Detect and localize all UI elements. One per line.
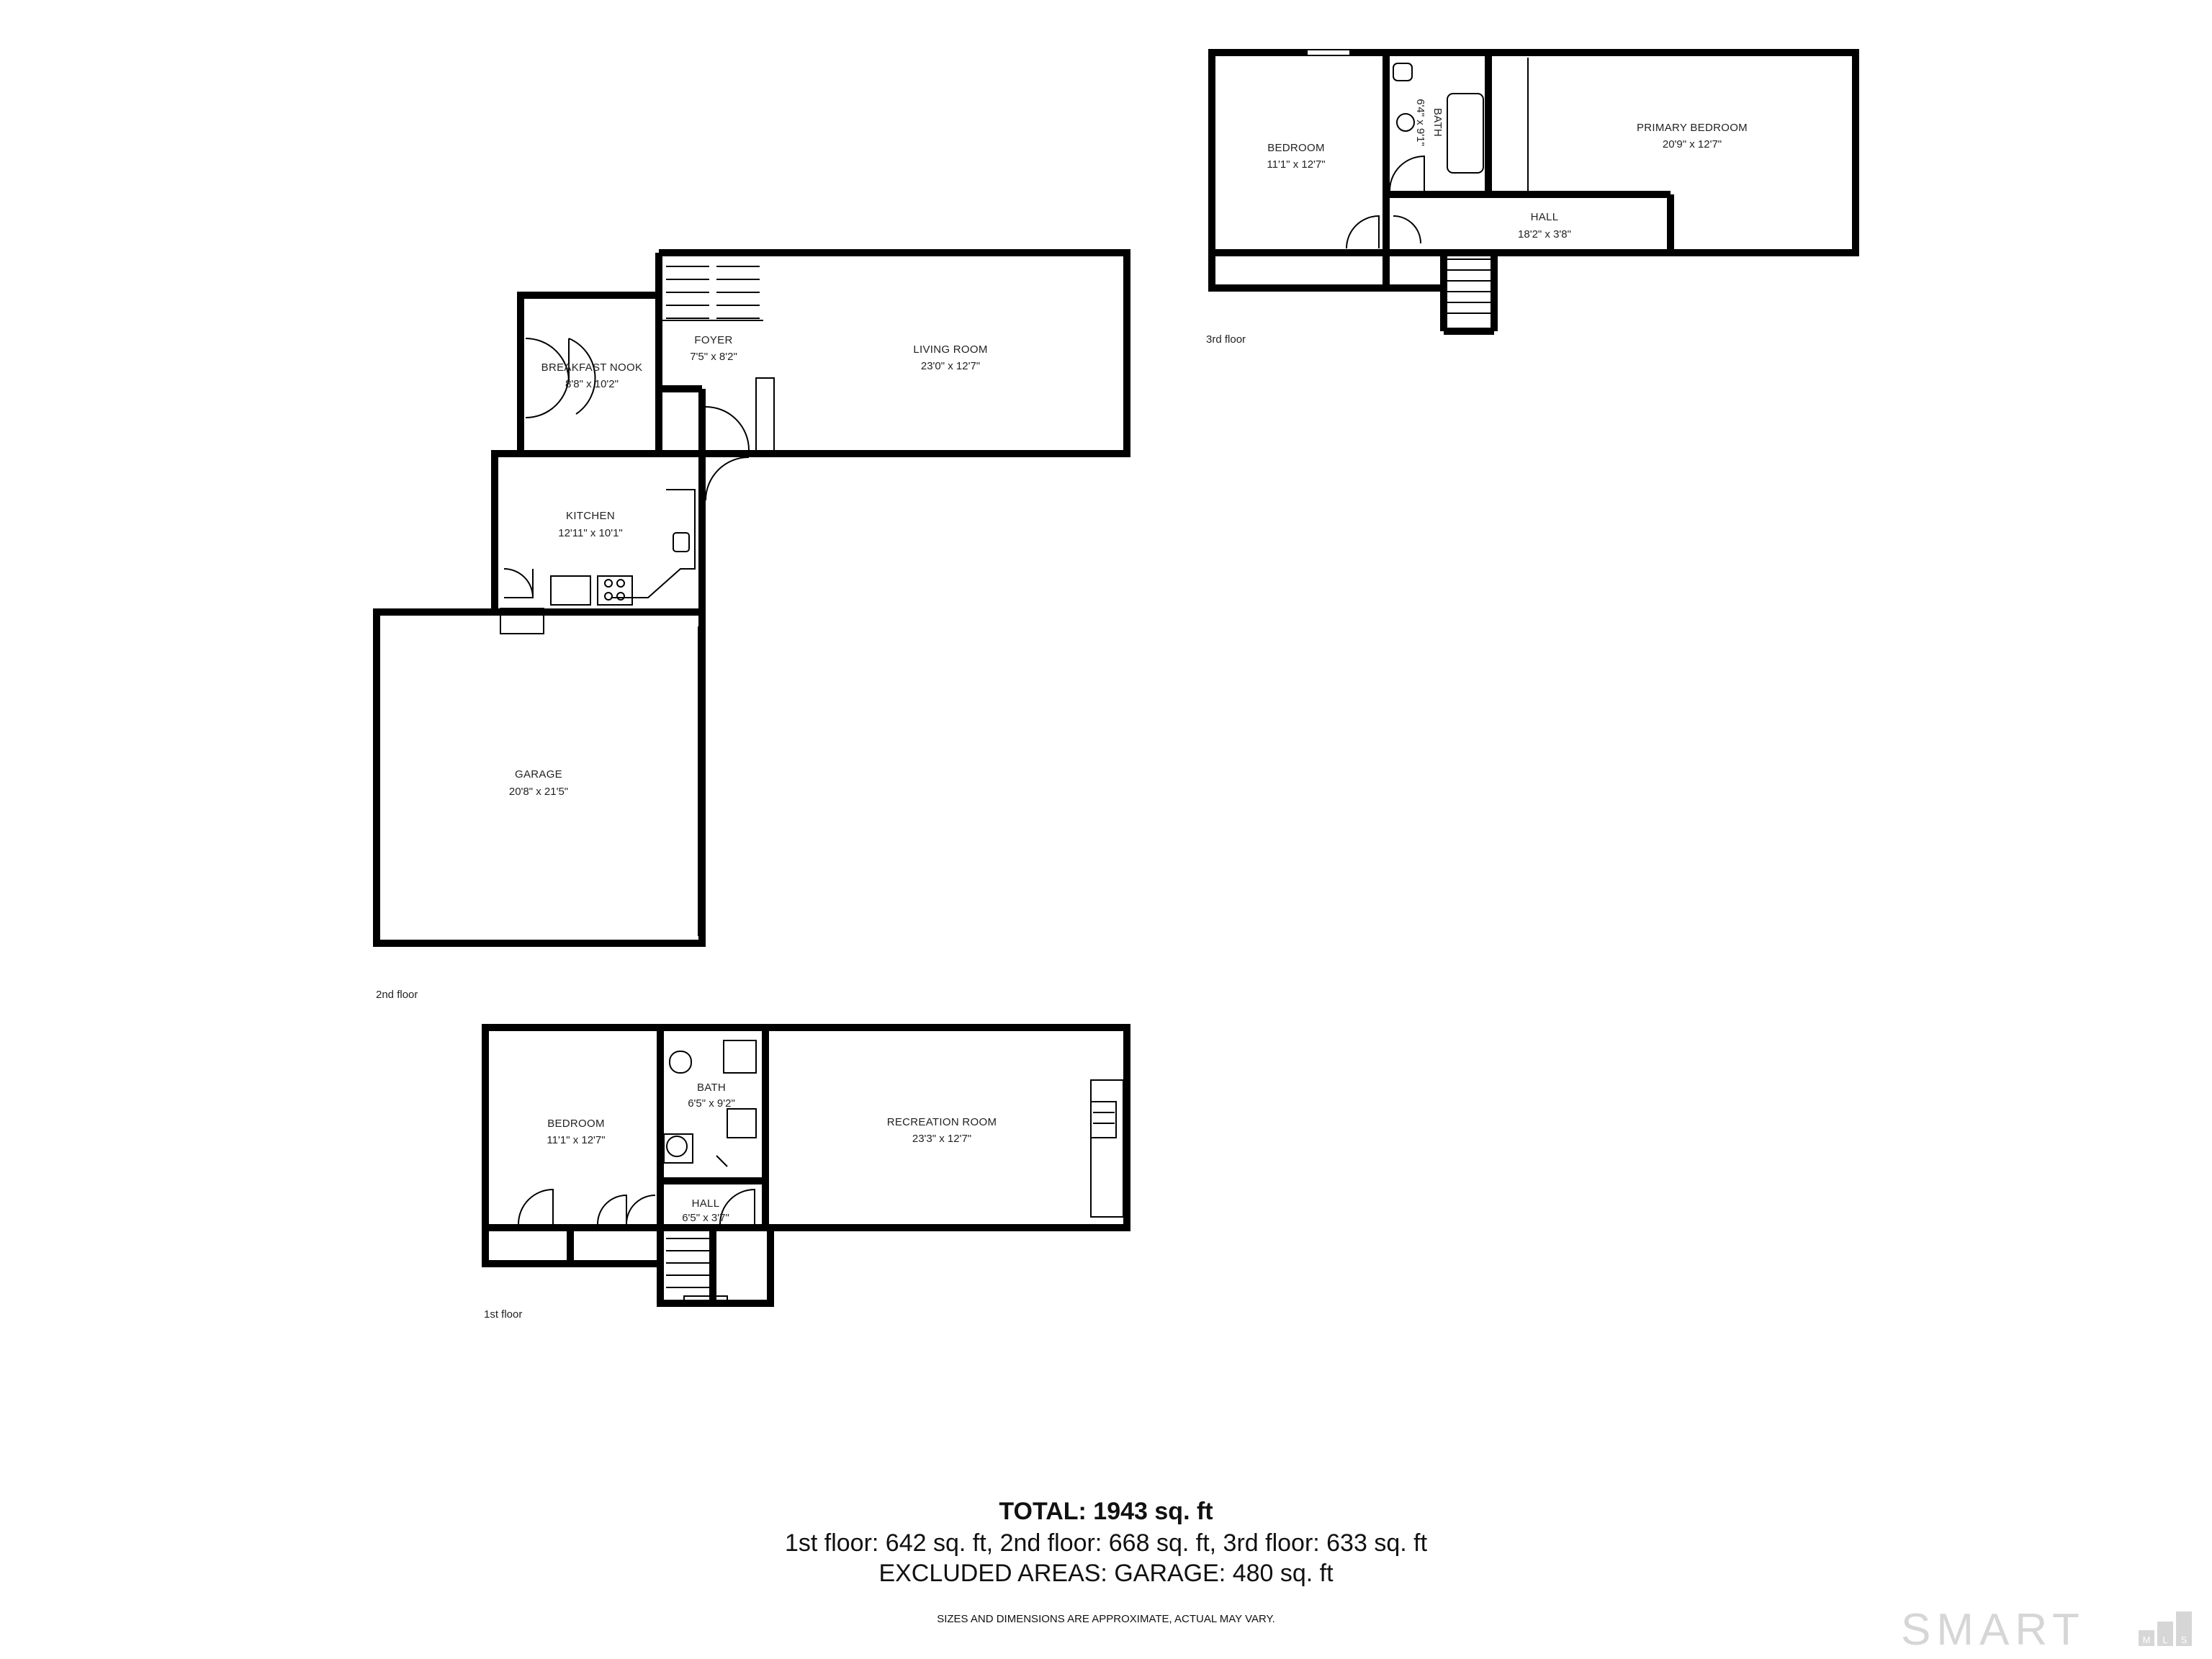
logo-badge-letter: S — [2181, 1635, 2188, 1645]
floor-1-details — [482, 1024, 1124, 1303]
room-name: HALL — [1531, 211, 1559, 223]
floor-label: 1st floor — [484, 1308, 522, 1321]
logo-badge-m — [2139, 1630, 2154, 1646]
room-dims: 23'3" x 12'7" — [912, 1133, 971, 1145]
room-dims: 20'8" x 21'5" — [509, 786, 568, 798]
logo-badge-letter: L — [2162, 1635, 2167, 1645]
floor-3-labels: BEDROOM 11'1" x 12'7" BATH 6'4" x 9'1" P… — [1206, 99, 1748, 346]
floor-label: 2nd floor — [376, 989, 418, 1001]
total-area: TOTAL: 1943 sq. ft — [999, 1498, 1213, 1525]
logo-badge-l — [2157, 1622, 2173, 1646]
floor-2-labels: FOYER 7'5" x 8'2" BREAKFAST NOOK 8'8" x … — [376, 334, 987, 1001]
smart-mls-logo: SMART M L S — [1901, 1605, 2192, 1652]
room-name: PRIMARY BEDROOM — [1637, 122, 1748, 134]
disclaimer: SIZES AND DIMENSIONS ARE APPROXIMATE, AC… — [937, 1613, 1275, 1625]
floor-3-plan — [1208, 49, 1859, 335]
room-name: BEDROOM — [1267, 142, 1325, 154]
room-name: KITCHEN — [566, 510, 615, 522]
room-dims: 11'1" x 12'7" — [1267, 158, 1325, 171]
room-dims: 6'4" x 9'1" — [1414, 99, 1426, 146]
room-name: LIVING ROOM — [913, 343, 987, 356]
room-name: FOYER — [694, 334, 732, 346]
room-dims: 18'2" x 3'8" — [1518, 228, 1571, 240]
excluded-areas: EXCLUDED AREAS: GARAGE: 480 sq. ft — [878, 1560, 1334, 1587]
room-dims: 8'8" x 10'2" — [565, 378, 619, 390]
logo-wordmark: SMART — [1901, 1605, 2085, 1652]
room-dims: 12'11" x 10'1" — [558, 527, 623, 539]
room-dims: 6'5" x 3'7" — [682, 1212, 729, 1224]
floor-2-plan — [373, 249, 1130, 947]
room-name: BATH — [697, 1082, 726, 1094]
logo-badge-s — [2176, 1611, 2192, 1646]
room-name: BEDROOM — [547, 1118, 605, 1130]
room-name: HALL — [692, 1197, 720, 1210]
floor-areas: 1st floor: 642 sq. ft, 2nd floor: 668 sq… — [784, 1529, 1428, 1557]
room-dims: 20'9" x 12'7" — [1663, 138, 1722, 150]
room-dims: 7'5" x 8'2" — [690, 351, 737, 363]
room-name: GARAGE — [515, 768, 562, 781]
floor-label: 3rd floor — [1206, 333, 1246, 346]
floor-3-details — [1208, 49, 1859, 314]
logo-badge-letter: M — [2143, 1635, 2151, 1645]
room-name: RECREATION ROOM — [887, 1116, 997, 1128]
floor-1-plan — [482, 1024, 1130, 1307]
room-name: BREAKFAST NOOK — [541, 361, 643, 374]
room-dims: 6'5" x 9'2" — [688, 1097, 735, 1110]
floor-1-labels: BEDROOM 11'1" x 12'7" BATH 6'5" x 9'2" R… — [484, 1082, 997, 1321]
room-dims: 11'1" x 12'7" — [547, 1134, 605, 1146]
floor-2-details — [373, 266, 1045, 947]
room-dims: 23'0" x 12'7" — [921, 360, 980, 372]
room-name: BATH — [1431, 108, 1444, 137]
